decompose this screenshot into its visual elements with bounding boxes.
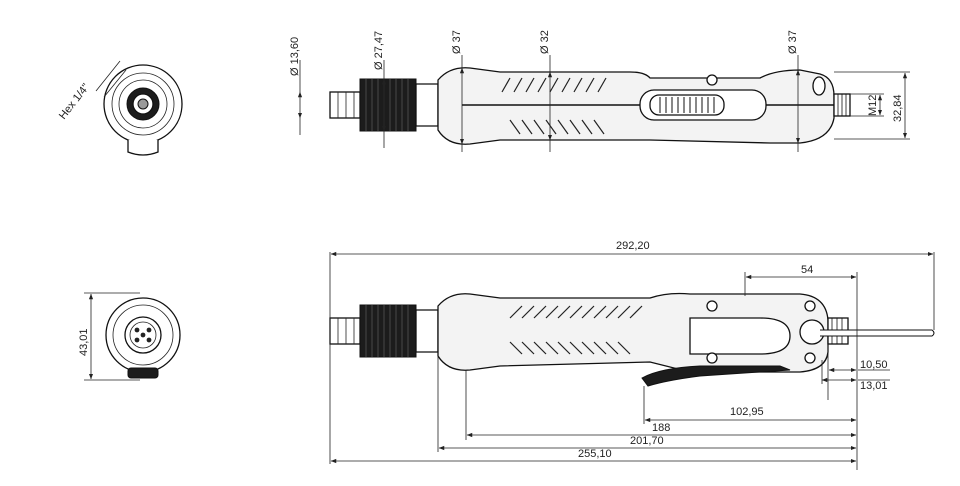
- side-view-bottom: 292,20 54 10,50 13,01 102,95 188 201,70 …: [329, 240, 935, 470]
- diameter-27-47-label: Ø 27,47: [373, 31, 385, 70]
- dim-54-label: 54: [801, 264, 813, 276]
- hex-size-label: Hex 1/4": [57, 81, 92, 121]
- dim-13-01-label: 13,01: [860, 380, 888, 392]
- height-43-label: 43,01: [78, 328, 90, 356]
- diameter-37-rear-label: Ø 37: [787, 30, 799, 54]
- side-view-top: Ø 13,60 Ø 27,47 Ø 37 Ø 32 Ø 37 M12 32,84: [289, 30, 910, 152]
- front-view-top: Hex 1/4": [57, 60, 183, 156]
- front-view-bottom: 43,01: [78, 292, 181, 381]
- thread-m12-label: M12: [867, 95, 879, 116]
- dim-102-95-label: 102,95: [730, 406, 764, 418]
- dim-201-70-label: 201,70: [630, 435, 664, 447]
- diameter-32-label: Ø 32: [539, 30, 551, 54]
- dim-255-10-label: 255,10: [578, 448, 612, 460]
- tail-height-label: 32,84: [892, 94, 904, 122]
- overall-length-label: 292,20: [616, 240, 650, 252]
- diameter-13-60-label: Ø 13,60: [289, 37, 301, 76]
- dim-10-50-label: 10,50: [860, 359, 888, 371]
- dim-188-label: 188: [652, 422, 670, 434]
- diameter-37-front-label: Ø 37: [451, 30, 463, 54]
